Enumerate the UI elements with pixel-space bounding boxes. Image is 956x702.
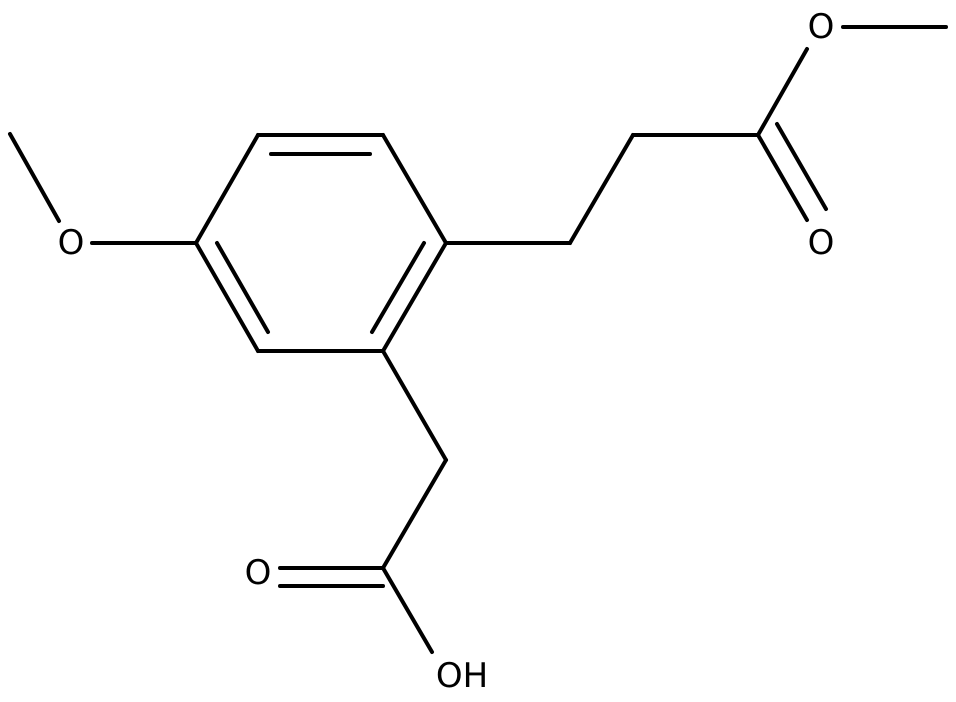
bond-ester-carbonyl-2 — [775, 122, 828, 211]
atom-label-layer: O O O O OH — [58, 7, 835, 696]
bond-ch2-c-to-acid-c — [381, 458, 448, 570]
atom-o-methoxy: O — [58, 223, 85, 263]
atom-oh-acid-hydroxyl: OH — [436, 656, 488, 696]
bond-ring-lower-left — [194, 241, 260, 353]
bond-ring-upper-left — [194, 133, 260, 245]
atom-o-acid-carbonyl: O — [245, 553, 272, 593]
atom-o-ester-ether: O — [808, 7, 835, 47]
bond-methoxy-o-to-methyl — [8, 132, 61, 223]
atom-o-ester-carbonyl: O — [808, 223, 835, 263]
bond-ring-lower-left-inner — [215, 241, 270, 334]
bond-ester-carbonyl-1 — [756, 133, 809, 222]
bond-ring-lower-right — [381, 241, 448, 353]
bond-ring-upper-right — [381, 133, 448, 245]
bond-acid-c-to-oh — [381, 566, 434, 654]
bond-layer — [8, 25, 948, 654]
bond-ester-c-to-ether-o — [756, 47, 809, 137]
bond-ch2-a-to-ch2-b — [568, 133, 635, 245]
bond-ring-to-ch2-c — [381, 349, 448, 462]
bond-ring-lower-right-inner — [370, 241, 426, 334]
